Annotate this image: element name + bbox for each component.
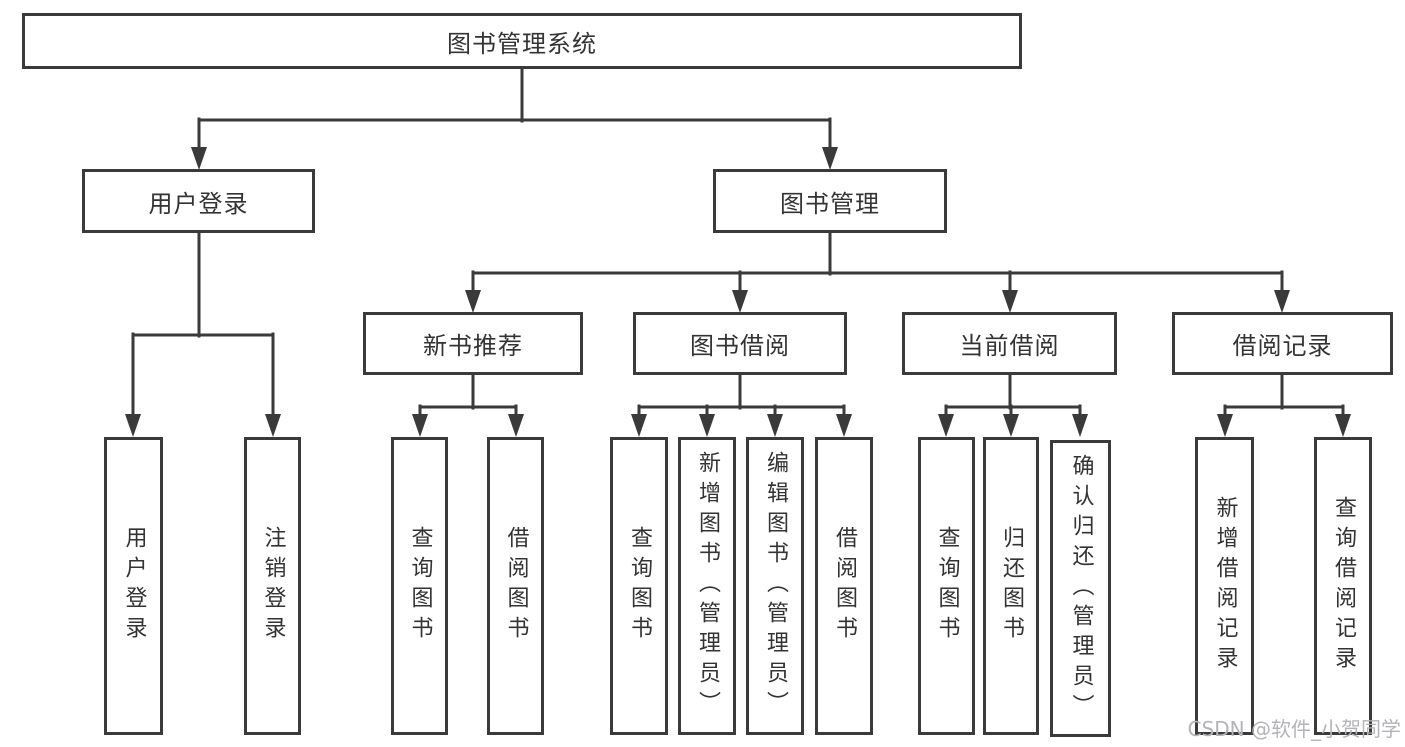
node-root: 图书管理系统 [22,13,1022,69]
leaf-bb-add-books-admin: 新增图书（管理员） [678,437,736,735]
leaf-br-add-record: 新增借阅记录 [1195,437,1254,735]
leaf-nb-query-books-label: 查询图书 [407,526,433,646]
leaf-logout-login-label: 注销登录 [260,526,286,646]
leaf-cb-query-books-label: 查询图书 [934,526,960,646]
leaf-user-login-label: 用户登录 [121,526,147,646]
leaf-br-add-record-label: 新增借阅记录 [1212,496,1238,676]
leaf-bb-query-books-label: 查询图书 [627,526,652,646]
leaf-nb-borrow-books-label: 借阅图书 [503,526,529,646]
leaf-bb-edit-books-admin: 编辑图书（管理员） [746,437,804,735]
leaf-bb-borrow-books: 借阅图书 [815,437,873,735]
node-book-borrowing: 图书借阅 [633,312,847,375]
leaf-cb-confirm-return-admin-label: 确认归还（管理员） [1068,453,1094,724]
leaf-nb-query-books: 查询图书 [391,437,448,735]
leaf-cb-return-books-label: 归还图书 [999,526,1024,646]
node-book-management: 图书管理 [713,169,947,233]
node-user-login-label: 用户登录 [148,189,249,218]
leaf-cb-query-books: 查询图书 [918,437,975,735]
leaf-br-query-record: 查询借阅记录 [1314,437,1372,735]
leaf-bb-edit-books-admin-label: 编辑图书（管理员） [763,451,788,721]
arrowhead-triangles [125,147,1351,437]
connector-lines [131,67,1345,422]
csdn-watermark: CSDN @软件_小贺同学 [1187,717,1401,741]
leaf-bb-query-books: 查询图书 [610,437,668,735]
node-borrow-records-label: 借阅记录 [1232,332,1333,360]
leaf-logout-login: 注销登录 [244,437,301,735]
leaf-cb-return-books: 归还图书 [983,437,1039,735]
node-current-borrowing: 当前借阅 [902,312,1117,375]
node-book-management-label: 图书管理 [780,189,880,218]
node-new-book-recommend-label: 新书推荐 [423,332,523,360]
leaf-nb-borrow-books: 借阅图书 [487,437,544,735]
leaf-bb-borrow-books-label: 借阅图书 [832,526,857,646]
node-root-label: 图书管理系统 [447,29,597,58]
node-book-borrowing-label: 图书借阅 [690,332,790,360]
node-current-borrowing-label: 当前借阅 [959,332,1060,360]
node-borrow-records: 借阅记录 [1172,312,1393,375]
node-user-login: 用户登录 [82,169,315,233]
leaf-user-login: 用户登录 [104,437,163,735]
leaf-bb-add-books-admin-label: 新增图书（管理员） [695,451,720,721]
leaf-br-query-record-label: 查询借阅记录 [1331,496,1356,676]
node-new-book-recommend: 新书推荐 [363,312,583,375]
leaf-cb-confirm-return-admin: 确认归还（管理员） [1050,440,1111,737]
